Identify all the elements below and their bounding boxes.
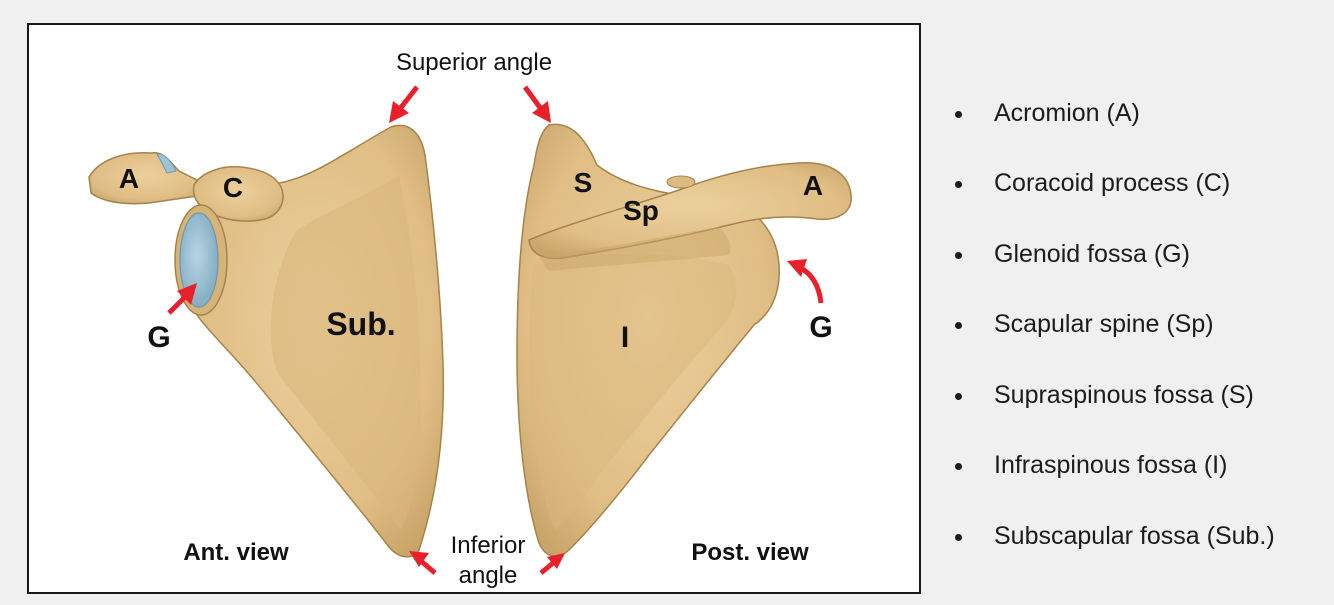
posterior-view-label: Post. view <box>691 539 809 566</box>
scapula-figure: Superior angle Inferior angle A C G Sub.… <box>27 23 921 594</box>
legend-item-label: Supraspinous fossa (S) <box>994 381 1254 410</box>
legend-item: Scapular spine (Sp) <box>955 290 1275 361</box>
anterior-view-label: Ant. view <box>183 539 289 566</box>
superior-angle-arrow-right <box>525 87 551 123</box>
superior-angle-label: Superior angle <box>396 49 552 76</box>
legend-item: Supraspinous fossa (S) <box>955 360 1275 431</box>
posterior-glenoid-label: G <box>809 311 832 344</box>
legend-item-label: Infraspinous fossa (I) <box>994 451 1227 480</box>
anterior-glenoid-label: G <box>147 321 170 354</box>
legend-item-label: Glenoid fossa (G) <box>994 240 1190 269</box>
infraspinous-fossa-shading <box>529 254 736 530</box>
posterior-acromion-label: A <box>803 170 823 201</box>
legend-item-label: Scapular spine (Sp) <box>994 310 1214 339</box>
anterior-acromion-label: A <box>119 163 139 194</box>
bullet-icon <box>955 322 962 329</box>
inferior-angle-label-line2: angle <box>459 562 518 589</box>
spine-tubercle <box>667 176 695 188</box>
bullet-icon <box>955 111 962 118</box>
supraspinous-fossa-label: S <box>574 167 593 198</box>
posterior-scapula <box>517 124 851 556</box>
glenoid-arrow-posterior <box>787 259 821 303</box>
legend-item: Acromion (A) <box>955 78 1275 149</box>
legend-item: Infraspinous fossa (I) <box>955 431 1275 502</box>
anterior-coracoid-label: C <box>223 172 243 203</box>
inferior-angle-label-line1: Inferior <box>451 532 526 559</box>
legend-item: Coracoid process (C) <box>955 149 1275 220</box>
legend-item: Subscapular fossa (Sub.) <box>955 501 1275 572</box>
legend-list: Acromion (A) Coracoid process (C) Glenoi… <box>955 78 1275 572</box>
bullet-icon <box>955 534 962 541</box>
scapula-diagram: Superior angle Inferior angle A C G Sub.… <box>29 25 919 592</box>
anterior-acromion-shape <box>89 153 204 204</box>
bullet-icon <box>955 181 962 188</box>
infraspinous-fossa-label: I <box>621 321 629 354</box>
bullet-icon <box>955 393 962 400</box>
inferior-angle-arrow-left <box>409 551 435 573</box>
legend-item-label: Subscapular fossa (Sub.) <box>994 522 1275 551</box>
superior-angle-arrow-left <box>389 87 417 123</box>
scapular-spine-label: Sp <box>623 195 659 226</box>
bullet-icon <box>955 463 962 470</box>
legend-item: Glenoid fossa (G) <box>955 219 1275 290</box>
legend-item-label: Coracoid process (C) <box>994 169 1230 198</box>
legend-item-label: Acromion (A) <box>994 99 1140 128</box>
bullet-icon <box>955 252 962 259</box>
subscapular-fossa-label: Sub. <box>326 306 395 342</box>
inferior-angle-arrow-right <box>541 553 565 573</box>
